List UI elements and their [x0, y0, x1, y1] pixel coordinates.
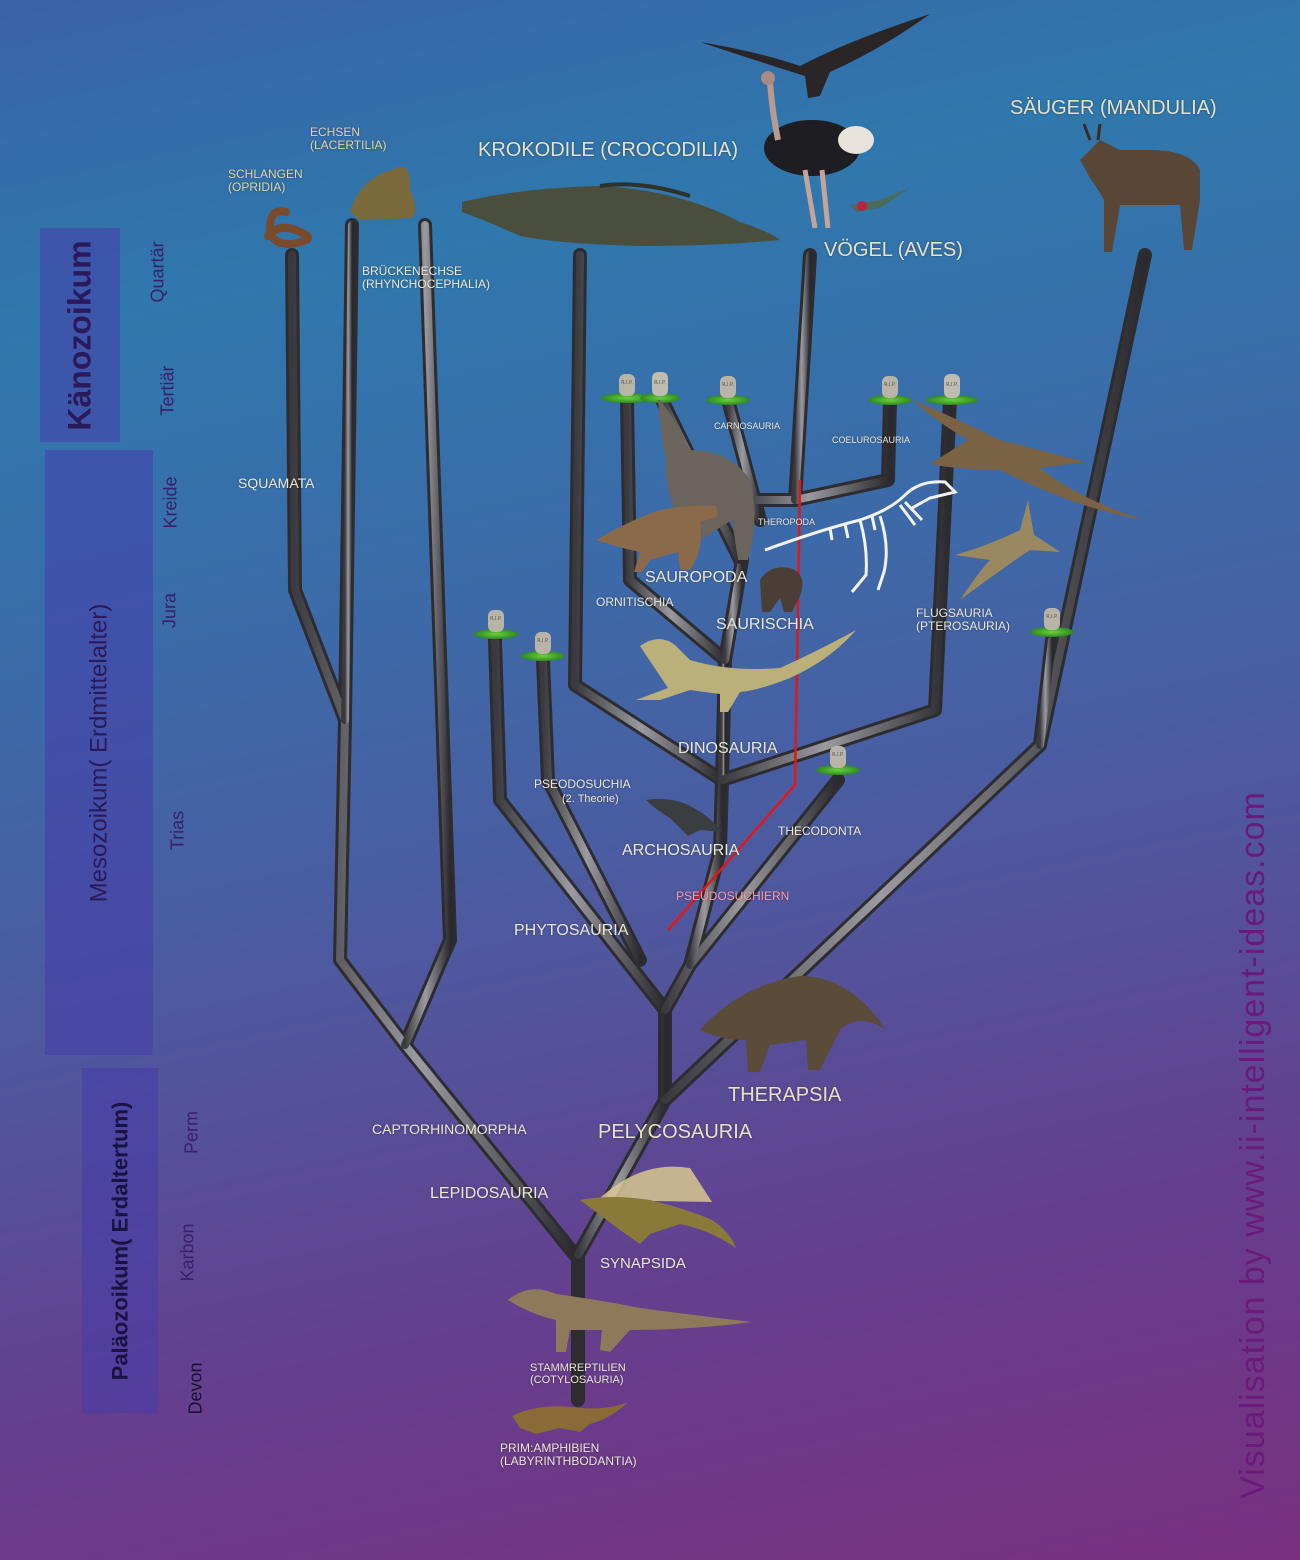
era-palaeozoikum: Paläozoikum( Erdaltertum)	[82, 1068, 158, 1413]
label-saeuger: SÄUGER (MANDULIA)	[1010, 97, 1217, 119]
period-jura: Jura	[159, 593, 180, 629]
tombstone-icon: R.I.P.	[868, 376, 912, 405]
label-synapsida: SYNAPSIDA	[600, 1255, 686, 1272]
label-dinosauria: DINOSAURIA	[678, 740, 778, 757]
label-brueckenechse: BRÜCKENECHSE (RHYNCHOCEPHALIA)	[362, 264, 491, 291]
label-primamphibien: PRIM:AMPHIBIEN (LABYRINTHBODANTIA)	[500, 1441, 637, 1468]
tombstone-icon: R.I.P.	[521, 632, 565, 661]
tombstone-text: R.I.P.	[722, 382, 734, 388]
hadrosaur-icon	[596, 505, 718, 572]
tombstone-text: R.I.P.	[1046, 614, 1058, 620]
label-thecodonta: THECODONTA	[778, 824, 862, 838]
label-ornitischia: ORNITISCHIA	[596, 595, 674, 609]
pterosaur-large-icon	[912, 400, 1145, 520]
snake-icon	[264, 207, 312, 249]
branch-flugsauria	[715, 393, 957, 787]
goat-icon	[1080, 123, 1200, 252]
label-sauropoda: SAUROPODA	[645, 569, 748, 586]
period-karbon: Karbon	[177, 1223, 198, 1282]
tombstone-icon: R.I.P.	[1030, 608, 1074, 637]
dimetrodon-icon	[580, 1166, 736, 1248]
label-krokodile: KROKODILE (CROCODILIA)	[478, 139, 739, 161]
label-saurischia: SAURISCHIA	[716, 616, 814, 633]
label-schlangen: SCHLANGEN (OPRIDIA)	[228, 167, 303, 194]
label-flugsauria: FLUGSAURIA (PTEROSAURIA)	[916, 606, 1011, 633]
tombstone-icon: R.I.P.	[601, 374, 653, 403]
label-squamata: SQUAMATA	[238, 475, 315, 491]
label-captorhinomorpha: CAPTORHINOMORPHA	[372, 1121, 527, 1137]
raptor-icon	[636, 630, 856, 712]
tombstone-text: R.I.P.	[832, 752, 844, 758]
label-coelurosauria: COELUROSAURIA	[832, 435, 911, 445]
pterosaur-small-icon	[955, 500, 1060, 600]
t-rex-skeleton-icon	[764, 480, 958, 593]
tombstone-icon: R.I.P.	[706, 376, 750, 405]
label-pseudosuchiern: PSEUDOSUCHIERN	[676, 889, 790, 903]
tombstone-text: R.I.P.	[537, 638, 549, 644]
period-quartaer: Quartär	[147, 241, 168, 303]
therapsid-icon	[700, 976, 886, 1072]
label-theropoda: THEROPODA	[758, 517, 816, 527]
period-kreide: Kreide	[160, 476, 181, 529]
tombstone-text: R.I.P.	[946, 382, 958, 388]
period-perm: Perm	[181, 1111, 202, 1155]
label-phytosauria: PHYTOSAURIA	[514, 922, 629, 939]
label-carnosauria: CARNOSAURIA	[714, 421, 781, 431]
label-pseodosuchia-note: (2. Theorie)	[562, 793, 619, 805]
vulture-icon	[700, 14, 930, 98]
tombstone-text: R.I.P.	[654, 380, 666, 386]
tombstone-icon: R.I.P.	[816, 746, 860, 775]
lizard-icon	[350, 166, 416, 220]
era-kaenozoikum: Känozoikum	[40, 228, 120, 442]
label-lepidosauria: LEPIDOSAURIA	[430, 1185, 549, 1202]
extinction-markers: R.I.P. R.I.P. R.I.P. R.I.P. R.I.P. R.I.P…	[474, 372, 1074, 775]
label-voegel: VÖGEL (AVES)	[824, 239, 963, 261]
period-devon: Devon	[185, 1362, 206, 1415]
tombstone-text: R.I.P.	[490, 616, 502, 622]
tombstone-icon: R.I.P.	[926, 374, 978, 405]
label-therapsia: THERAPSIA	[728, 1084, 842, 1106]
tombstone-icon: R.I.P.	[474, 610, 518, 639]
ceratopsian-icon	[760, 567, 803, 612]
label-echsen: ECHSEN (LACERTILIA)	[310, 125, 387, 152]
pseudosuchian-icon	[646, 798, 722, 836]
period-tertiaer: Tertiär	[157, 365, 178, 416]
stem-reptile-icon	[508, 1289, 752, 1352]
label-stammreptilien: STAMMREPTILIEN (COTYLOSAURIA)	[530, 1362, 626, 1386]
label-archosauria: ARCHOSAURIA	[622, 842, 740, 859]
label-pseodosuchia: PSEODOSUCHIA	[534, 777, 631, 791]
hummingbird-icon	[850, 188, 910, 212]
amphibian-icon	[512, 1402, 628, 1434]
tombstone-icon: R.I.P.	[640, 372, 680, 403]
label-pelycosauria: PELYCOSAURIA	[598, 1121, 753, 1143]
crocodile-icon	[462, 182, 780, 246]
tombstone-text: R.I.P.	[621, 380, 633, 386]
era-mesozoikum: Mesozoikum( Erdmittelalter)	[45, 450, 153, 1055]
tombstone-text: R.I.P.	[884, 382, 896, 388]
ostrich-icon	[761, 71, 874, 229]
period-trias: Trias	[167, 810, 188, 851]
